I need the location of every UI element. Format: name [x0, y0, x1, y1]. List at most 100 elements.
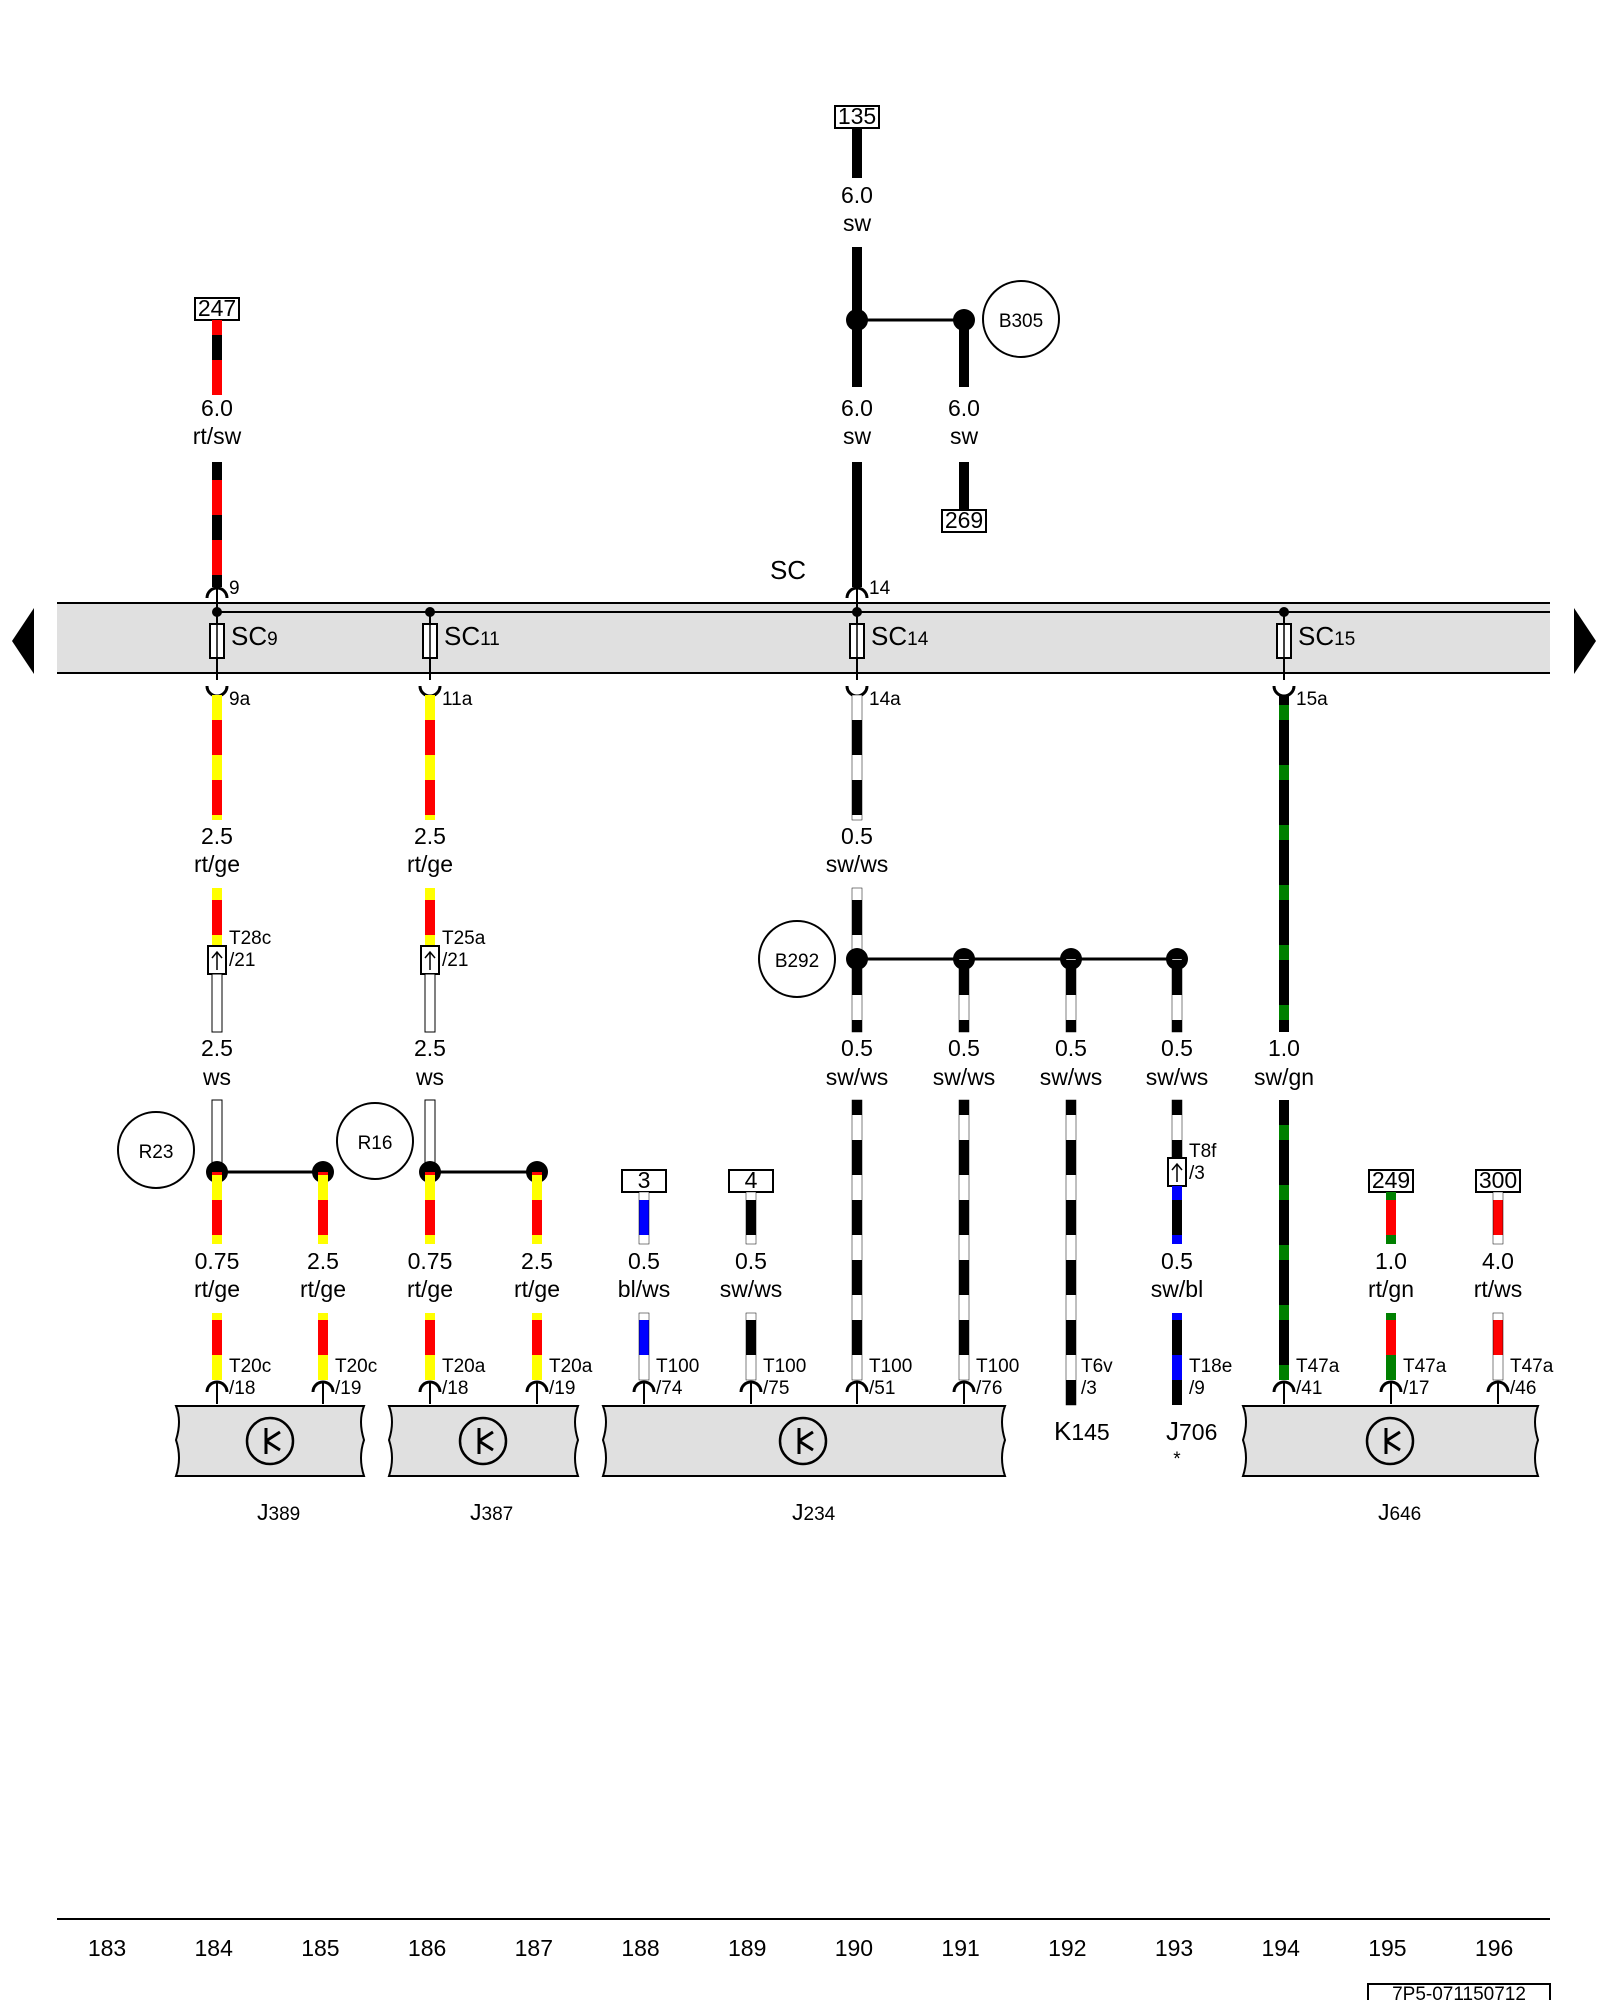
continuation-arrow-left-icon: [12, 608, 34, 674]
svg-text:2.5: 2.5: [414, 823, 446, 849]
pin-label: 14: [869, 578, 891, 599]
svg-text:0.5: 0.5: [1161, 1248, 1193, 1274]
svg-text:rt/ge: rt/ge: [407, 1276, 453, 1302]
svg-text:rt/ge: rt/ge: [407, 851, 453, 877]
svg-text:249: 249: [1372, 1167, 1410, 1193]
svg-text:rt/ge: rt/ge: [514, 1276, 560, 1302]
svg-text:sw: sw: [843, 210, 872, 236]
fuse-label: SC15: [1298, 621, 1355, 651]
svg-text:sw: sw: [950, 423, 979, 449]
pin-label: 9: [229, 578, 240, 599]
svg-text:2.5: 2.5: [521, 1248, 553, 1274]
svg-text:2.5: 2.5: [201, 1035, 233, 1061]
svg-text:1.0: 1.0: [1375, 1248, 1407, 1274]
svg-text:4.0: 4.0: [1482, 1248, 1514, 1274]
svg-text:3: 3: [638, 1167, 651, 1193]
grid-number: 186: [408, 1935, 446, 1961]
svg-text:/51: /51: [869, 1378, 895, 1399]
svg-text:rt/ge: rt/ge: [300, 1276, 346, 1302]
continuation-arrow-right-icon: [1574, 608, 1596, 674]
fuse-sc9: SC9: [209, 607, 278, 680]
svg-text:6.0: 6.0: [841, 182, 873, 208]
fuse-sc15: SC15: [1276, 607, 1355, 680]
grid-number: 192: [1048, 1935, 1086, 1961]
wire-path-184: 9a 2.5 rt/ge T28c /21 2.5 ws R23 0.75 rt…: [117, 685, 334, 1404]
connector-icon: [205, 685, 229, 698]
component-label: J234: [792, 1499, 836, 1525]
svg-text:rt/gn: rt/gn: [1368, 1276, 1414, 1302]
svg-text:sw/ws: sw/ws: [1040, 1064, 1103, 1090]
svg-text:/3: /3: [1189, 1163, 1205, 1184]
svg-text:sw/ws: sw/ws: [720, 1276, 783, 1302]
svg-text:/9: /9: [1189, 1378, 1205, 1399]
grid-number: 191: [941, 1935, 979, 1961]
grid-number: 190: [835, 1935, 873, 1961]
grid-number: 193: [1155, 1935, 1193, 1961]
fuse-label: SC14: [871, 621, 929, 651]
svg-text:T18e: T18e: [1189, 1356, 1232, 1377]
grid-number: 196: [1475, 1935, 1513, 1961]
svg-text:T47a: T47a: [1510, 1356, 1554, 1377]
svg-text:0.5: 0.5: [628, 1248, 660, 1274]
svg-text:/21: /21: [442, 950, 468, 971]
svg-text:300: 300: [1479, 1167, 1517, 1193]
svg-text:14a: 14a: [869, 689, 901, 710]
control-unit-icon: [778, 1416, 828, 1466]
svg-text:247: 247: [198, 295, 236, 321]
wire-path-192: 0.5 sw/ws T6v /3 K145: [1040, 948, 1113, 1446]
wire-path-195: 249 1.0 rt/gn T47a /17: [1368, 1167, 1447, 1404]
grid-number: 188: [621, 1935, 659, 1961]
reference-box-269: [941, 509, 987, 533]
wire-path-188: 3 0.5 bl/ws T100 /74: [618, 1167, 699, 1404]
svg-text:2.5: 2.5: [307, 1248, 339, 1274]
svg-text:/17: /17: [1403, 1378, 1429, 1399]
svg-text:T47a: T47a: [1296, 1356, 1340, 1377]
svg-text:rt/ge: rt/ge: [194, 1276, 240, 1302]
svg-text:T20a: T20a: [549, 1356, 593, 1377]
svg-text:sw: sw: [843, 423, 872, 449]
svg-text:0.5: 0.5: [735, 1248, 767, 1274]
svg-text:T25a: T25a: [442, 928, 486, 949]
bus-label: SC: [770, 555, 806, 585]
svg-text:sw/ws: sw/ws: [826, 851, 889, 877]
module-j387: J387: [387, 1405, 580, 1525]
svg-text:T6v: T6v: [1081, 1356, 1113, 1377]
svg-text:rt/ge: rt/ge: [194, 851, 240, 877]
svg-text:B305: B305: [999, 311, 1043, 332]
wire-path-193: 0.5 sw/ws T8f /3 0.5 sw/bl T18e /9 J706 …: [1146, 948, 1232, 1470]
svg-text:sw/gn: sw/gn: [1254, 1064, 1314, 1090]
svg-text:T100: T100: [869, 1356, 912, 1377]
wire-path-185: 2.5 rt/ge T20c /19: [300, 1172, 377, 1404]
svg-text:/19: /19: [549, 1378, 575, 1399]
svg-text:bl/ws: bl/ws: [618, 1276, 670, 1302]
component-j706: J706: [1166, 1416, 1217, 1446]
svg-text:R23: R23: [139, 1142, 174, 1163]
svg-text:11a: 11a: [442, 689, 473, 710]
svg-text:0.5: 0.5: [1161, 1035, 1193, 1061]
svg-text:0.5: 0.5: [841, 823, 873, 849]
grid-number: 189: [728, 1935, 766, 1961]
svg-text:/75: /75: [763, 1378, 789, 1399]
grid-number: 195: [1368, 1935, 1406, 1961]
document-id: 7P5-071150712: [1367, 1983, 1551, 2000]
svg-text:/74: /74: [656, 1378, 683, 1399]
wire-path-191: 0.5 sw/ws T100 /76: [933, 948, 1019, 1404]
svg-text:15a: 15a: [1296, 689, 1328, 710]
fuse-label: SC11: [444, 621, 500, 651]
svg-text:0.75: 0.75: [408, 1248, 453, 1274]
splice-b305: [982, 280, 1060, 358]
svg-text:/46: /46: [1510, 1378, 1536, 1399]
svg-text:/41: /41: [1296, 1378, 1322, 1399]
svg-text:1.0: 1.0: [1268, 1035, 1300, 1061]
svg-text:2.5: 2.5: [414, 1035, 446, 1061]
wire-path-189: 4 0.5 sw/ws T100 /75: [720, 1167, 806, 1404]
svg-text:6.0: 6.0: [841, 395, 873, 421]
svg-text:4: 4: [745, 1167, 758, 1193]
svg-text:/3: /3: [1081, 1378, 1097, 1399]
grid-number: 185: [301, 1935, 339, 1961]
wire-path-187: 2.5 rt/ge T20a /19: [514, 1172, 593, 1404]
svg-text:T20c: T20c: [229, 1356, 271, 1377]
svg-text:*: *: [1173, 1449, 1181, 1470]
